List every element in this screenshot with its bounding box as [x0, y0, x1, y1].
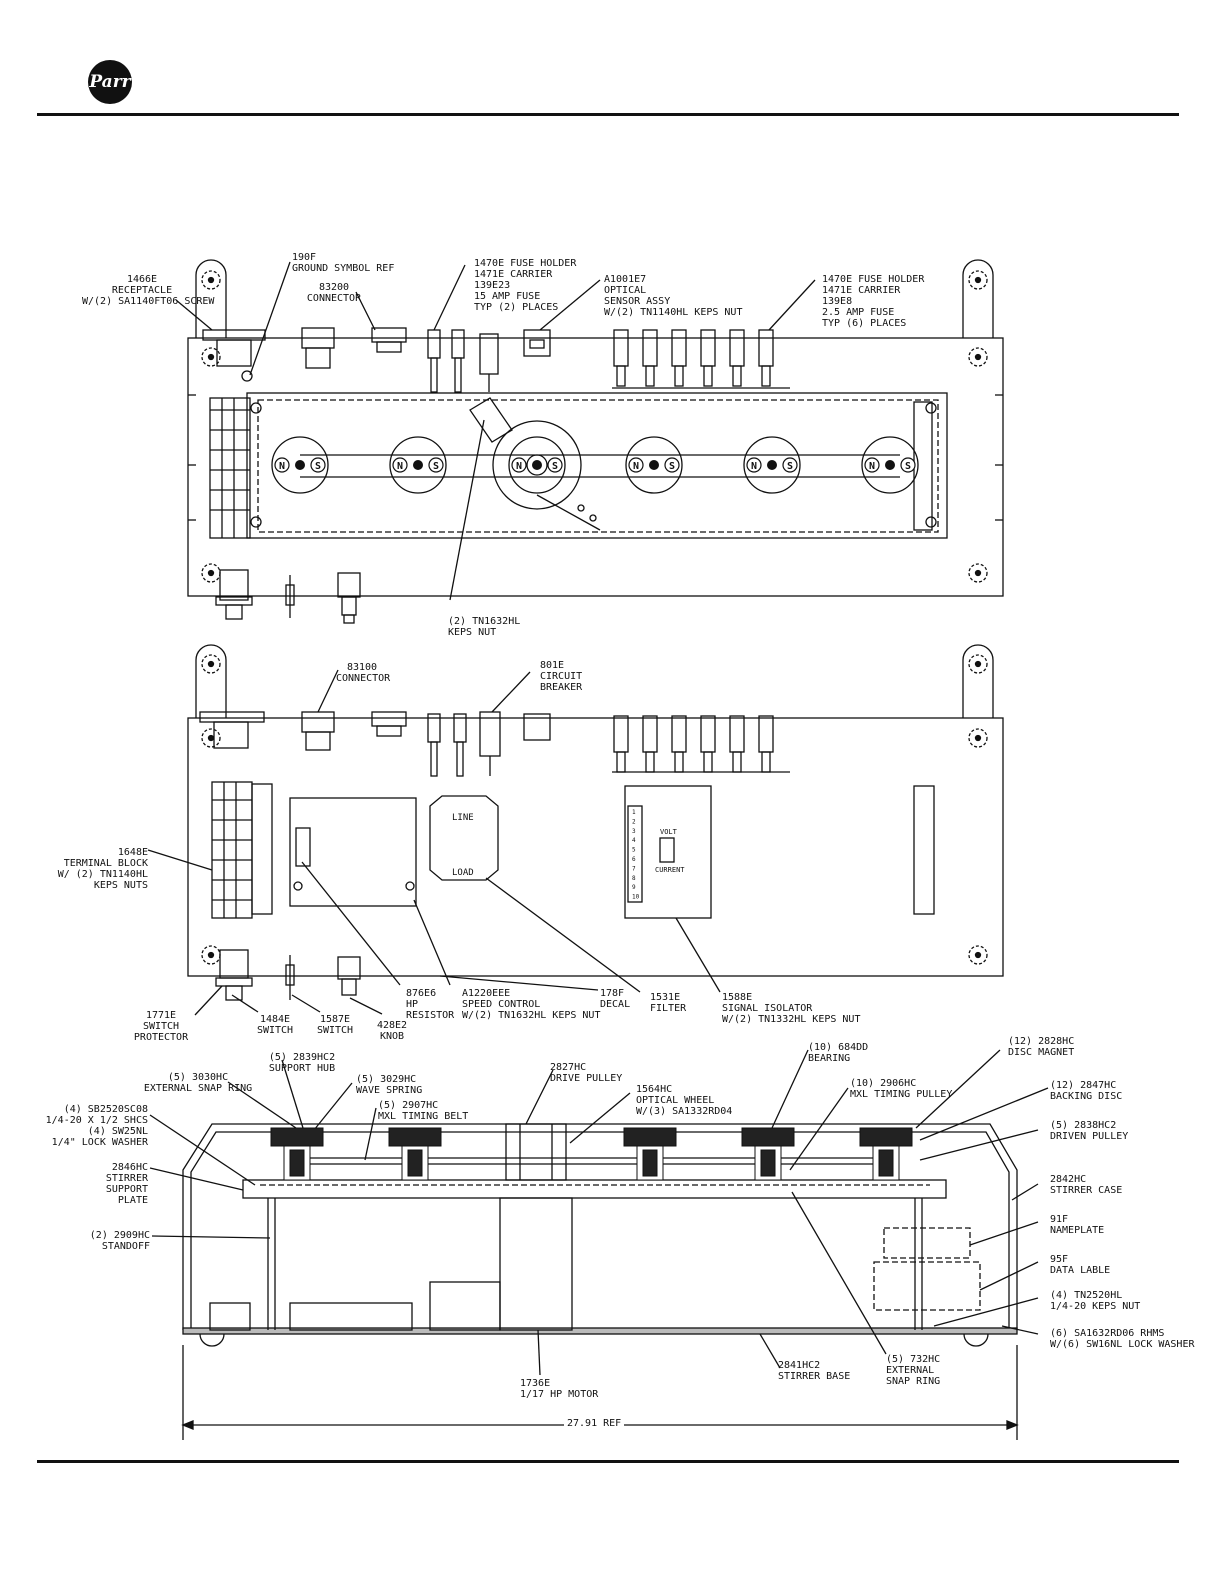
callout-wave-spring: (5) 3029HC WAVE SPRING: [356, 1074, 423, 1096]
filter-line-label: LINE: [452, 813, 474, 823]
callout-rhms: (6) SA1632RD06 RHMS W/(6) SW16NL LOCK WA…: [1050, 1328, 1195, 1350]
callout-connector-83200: 83200 CONNECTOR: [306, 282, 362, 304]
top-view: [175, 259, 1004, 624]
isolator-terminal-number: 4: [632, 837, 636, 844]
callout-receptacle: 1466E RECEPTACLE W/(2) SA1140FT06 SCREW: [82, 274, 215, 307]
callout-disc-magnet: (12) 2828HC DISC MAGNET: [1008, 1036, 1075, 1058]
callout-standoff: (2) 2909HC STANDOFF: [89, 1230, 150, 1252]
pole-n: N: [397, 461, 403, 472]
callout-hp-resistor: 876E6 HP RESISTOR: [406, 988, 455, 1021]
callout-keps-nut-tn1632: (2) TN1632HL KEPS NUT: [448, 616, 521, 638]
footer-rule: [37, 1460, 1179, 1463]
callout-backing-disc: (12) 2847HC BACKING DISC: [1050, 1080, 1123, 1102]
callout-driven-pulley: (5) 2838HC2 DRIVEN PULLEY: [1050, 1120, 1129, 1142]
isolator-terminal-numbers: 1 2 3 4 5 6 7 8 9 10: [632, 809, 640, 901]
pole-s: S: [905, 461, 911, 472]
pole-n: N: [751, 461, 757, 472]
callout-fuse-holder-15a: 1470E FUSE HOLDER 1471E CARRIER 139E23 1…: [474, 258, 577, 313]
callout-stirrer-base: 2841HC2 STIRRER BASE: [778, 1360, 851, 1382]
fuse-holder-row: [612, 329, 790, 389]
callout-terminal-block: 1648E TERMINAL BLOCK W/ (2) TN1140HL KEP…: [57, 847, 148, 891]
callout-data-lable: 95F DATA LABLE: [1050, 1254, 1111, 1276]
pole-s: S: [669, 461, 675, 472]
pole-s: S: [552, 461, 558, 472]
isolator-terminal-number: 10: [632, 894, 640, 901]
callout-speed-control: A1220EEE SPEED CONTROL W/(2) TN1632HL KE…: [462, 988, 601, 1021]
header-rule: [37, 113, 1179, 116]
logo-text: Parr: [88, 72, 131, 92]
callout-stirrer-case: 2842HC STIRRER CASE: [1050, 1174, 1123, 1196]
pole-n: N: [279, 461, 285, 472]
callout-drive-pulley: 2827HC DRIVE PULLEY: [550, 1062, 623, 1084]
callout-mxl-timing-pulley: (10) 2906HC MXL TIMING PULLEY: [850, 1078, 953, 1100]
pole-s: S: [787, 461, 793, 472]
isolator-terminal-number: 6: [632, 856, 636, 863]
isolator-volt-label: VOLT: [660, 828, 678, 836]
pole-s: S: [315, 461, 321, 472]
callout-external-snap-ring: (5) 3030HC EXTERNAL SNAP RING: [143, 1072, 253, 1094]
pole-n: N: [516, 461, 522, 472]
isolator-terminal-number: 1: [632, 809, 636, 816]
callout-stirrer-support-plate: 2846HC STIRRER SUPPORT PLATE: [105, 1162, 148, 1206]
callout-nameplate: 91F NAMEPLATE: [1050, 1214, 1105, 1236]
callout-switch-1484: 1484E SWITCH: [256, 1014, 294, 1036]
isolator-terminal-number: 7: [632, 865, 636, 872]
isolator-terminal-number: 8: [632, 875, 636, 882]
callout-support-hub: (5) 2839HC2 SUPPORT HUB: [268, 1052, 336, 1074]
callout-optical-wheel: 1564HC OPTICAL WHEEL W/(3) SA1332RD04: [636, 1084, 733, 1117]
callout-signal-isolator: 1588E SIGNAL ISOLATOR W/(2) TN1332HL KEP…: [722, 992, 861, 1025]
pole-n: N: [633, 461, 639, 472]
callout-tn2520-keps-nut: (4) TN2520HL 1/4-20 KEPS NUT: [1050, 1290, 1141, 1312]
pulley-stacks: [270, 1127, 913, 1181]
callout-fuse-holder-2-5a: 1470E FUSE HOLDER 1471E CARRIER 139E8 2.…: [822, 274, 925, 329]
callout-switch-protector: 1771E SWITCH PROTECTOR: [133, 1010, 189, 1043]
callout-circuit-breaker: 801E CIRCUIT BREAKER: [540, 660, 583, 693]
isolator-terminal-number: 3: [632, 828, 636, 835]
callout-knob: 428E2 KNOB: [376, 1020, 408, 1042]
middle-view: [147, 644, 1004, 1016]
callout-shcs: (4) SB2520SC08 1/4-20 X 1/2 SHCS (4) SW2…: [45, 1104, 148, 1148]
isolator-terminal-number: 2: [632, 818, 636, 825]
callout-decal: 178F DECAL: [600, 988, 631, 1010]
side-view: [149, 1049, 1049, 1440]
parr-logo: Parr: [88, 60, 132, 104]
overall-dimension: 27.91 REF: [564, 1418, 625, 1429]
callout-ground-symbol: 190F GROUND SYMBOL REF: [292, 252, 395, 274]
isolator-current-label: CURRENT: [655, 866, 685, 874]
callout-switch-1587: 1587E SWITCH: [316, 1014, 354, 1036]
callout-optical-sensor: A1001E7 OPTICAL SENSOR ASSY W/(2) TN1140…: [604, 274, 743, 318]
callout-filter: 1531E FILTER: [650, 992, 687, 1014]
callout-mxl-timing-belt: (5) 2907HC MXL TIMING BELT: [378, 1100, 469, 1122]
isolator-terminal-number: 5: [632, 847, 636, 854]
callout-external-snap-ring-732: (5) 732HC EXTERNAL SNAP RING: [886, 1354, 941, 1387]
callout-motor: 1736E 1/17 HP MOTOR: [520, 1378, 599, 1400]
filter-load-label: LOAD: [452, 868, 474, 878]
pole-n: N: [869, 461, 875, 472]
callout-connector-83100: 83100 CONNECTOR: [336, 662, 391, 684]
callout-bearing: (10) 684DD BEARING: [808, 1042, 869, 1064]
isolator-terminal-number: 9: [632, 884, 636, 891]
pole-s: S: [433, 461, 439, 472]
